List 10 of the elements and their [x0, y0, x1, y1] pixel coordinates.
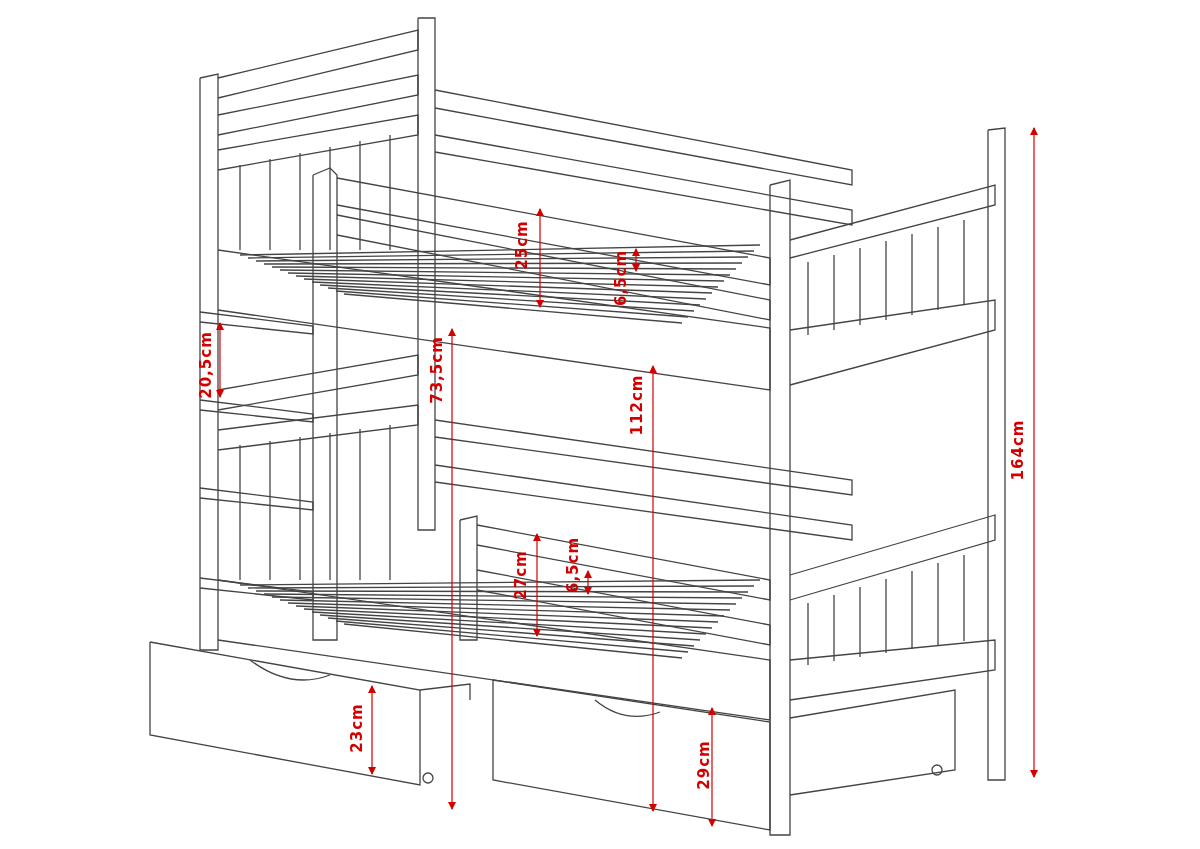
dimension-label: 6,5cm	[564, 536, 582, 594]
dimension-label: 25cm	[513, 220, 531, 270]
dimension-label: 112cm	[628, 374, 646, 436]
dimension-label: 6,5cm	[612, 249, 630, 307]
dimension-label: 73,5cm	[428, 336, 446, 404]
dimension-label: 27cm	[512, 550, 530, 600]
dimension-label: 20,5cm	[197, 331, 215, 399]
dimension-label: 23cm	[348, 703, 366, 753]
dimension-label: 29cm	[695, 740, 713, 790]
dimension-label: 164cm	[1009, 419, 1027, 481]
